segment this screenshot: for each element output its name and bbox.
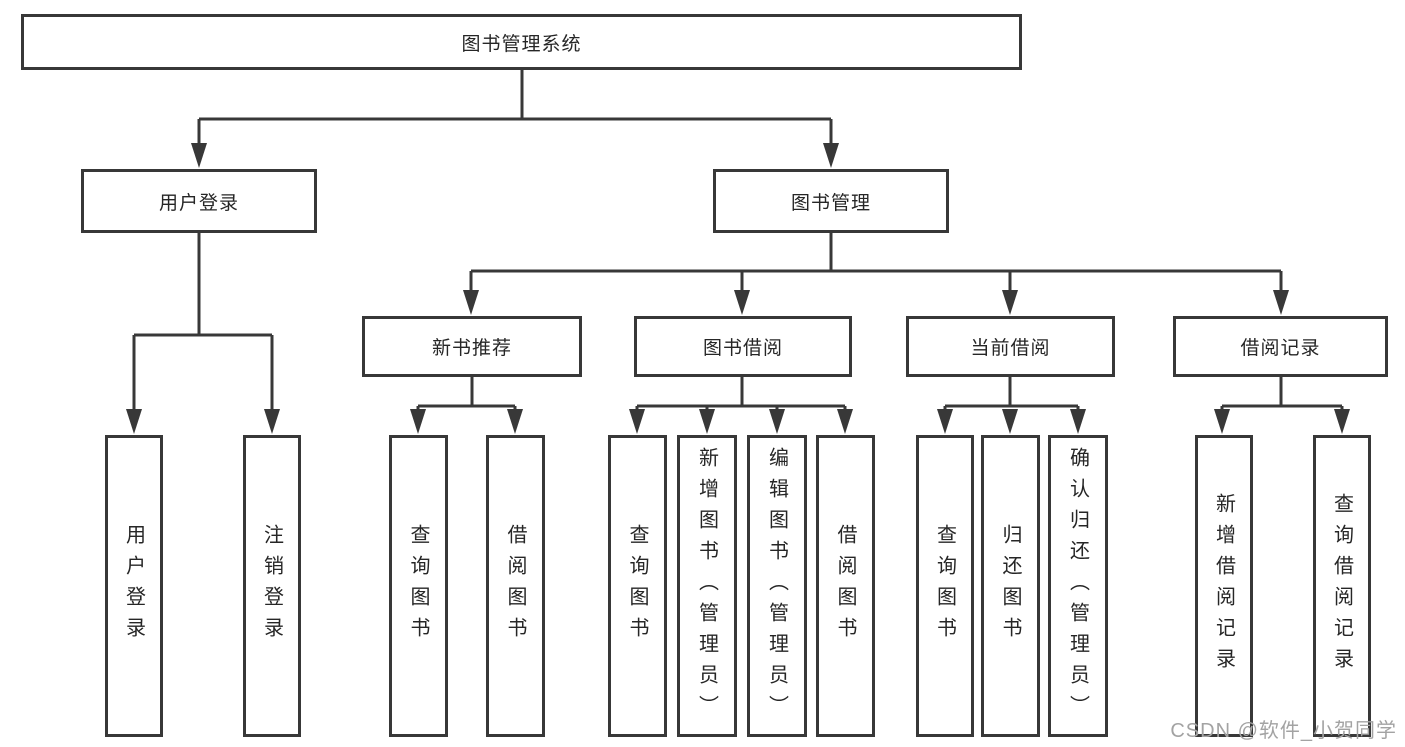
leaf-borrow-books: 借阅图书 <box>816 435 875 737</box>
node-book-borrowing: 图书借阅 <box>634 316 852 377</box>
leaf-borrow-books-recommend: 借阅图书 <box>486 435 545 737</box>
leaf-query-books-recommend: 查询图书 <box>389 435 448 737</box>
leaf-query-books-current: 查询图书 <box>916 435 974 737</box>
watermark: CSDN @软件_小贺同学 <box>1170 720 1397 742</box>
arrowhead-icons <box>126 143 1350 434</box>
leaf-confirm-return-admin: 确认归还（管理员） <box>1048 435 1108 737</box>
leaf-return-books: 归还图书 <box>981 435 1040 737</box>
leaf-query-borrow-record: 查询借阅记录 <box>1313 435 1371 737</box>
node-borrowing-records: 借阅记录 <box>1173 316 1388 377</box>
node-user-login: 用户登录 <box>81 169 317 233</box>
node-new-book-recommendation: 新书推荐 <box>362 316 582 377</box>
leaf-query-books-borrowing: 查询图书 <box>608 435 667 737</box>
node-current-borrowing: 当前借阅 <box>906 316 1115 377</box>
leaf-logout: 注销登录 <box>243 435 301 737</box>
leaf-edit-books-admin: 编辑图书（管理员） <box>747 435 807 737</box>
node-library-management-system: 图书管理系统 <box>21 14 1022 70</box>
leaf-add-books-admin: 新增图书（管理员） <box>677 435 737 737</box>
leaf-user-login: 用户登录 <box>105 435 163 737</box>
leaf-add-borrow-record: 新增借阅记录 <box>1195 435 1253 737</box>
node-book-management: 图书管理 <box>713 169 949 233</box>
